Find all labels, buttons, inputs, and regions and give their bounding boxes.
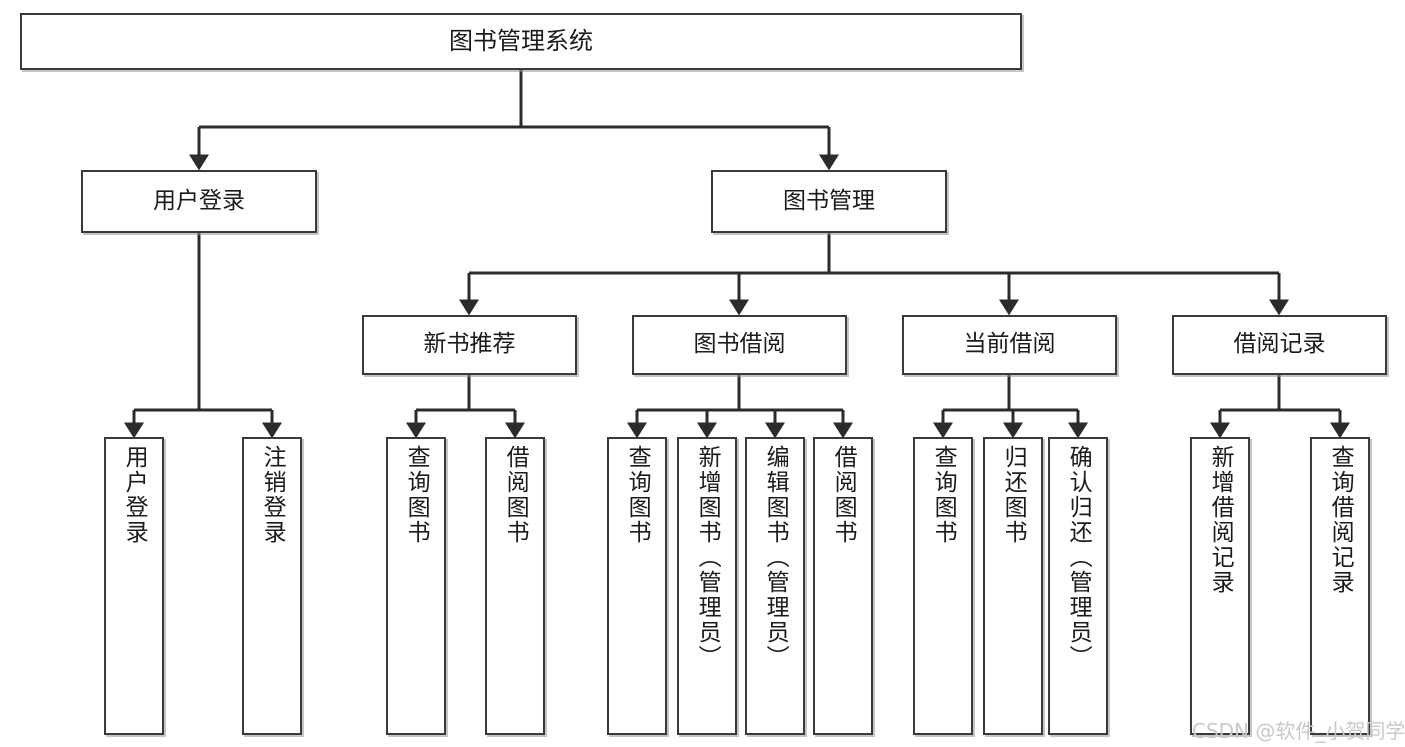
node-leaf-query-borrow-record[interactable]: 查询借阅记录 [1310, 437, 1370, 735]
node-leaf-query-book-current[interactable]: 查询图书 [913, 437, 973, 735]
node-label: 查询借阅记录 [1327, 445, 1354, 595]
node-leaf-add-book-admin[interactable]: 新增图书（管理员） [677, 437, 737, 735]
node-new-book-recommend[interactable]: 新书推荐 [362, 315, 577, 375]
node-leaf-query-book-new[interactable]: 查询图书 [386, 437, 446, 735]
node-label: 确认归还（管理员） [1065, 445, 1092, 670]
node-leaf-borrow-book-new[interactable]: 借阅图书 [485, 437, 545, 735]
node-label: 用户登录 [121, 445, 148, 545]
node-label: 查询图书 [930, 445, 957, 545]
node-label: 图书管理 [783, 187, 875, 214]
node-label: 用户登录 [153, 187, 245, 214]
node-label: 当前借阅 [963, 331, 1056, 358]
node-label: 查询图书 [403, 445, 430, 545]
node-label: 编辑图书（管理员） [762, 445, 789, 670]
node-leaf-logout-login[interactable]: 注销登录 [242, 437, 302, 735]
node-leaf-query-book-borrow[interactable]: 查询图书 [607, 437, 667, 735]
node-label: 注销登录 [259, 445, 286, 545]
node-book-borrow[interactable]: 图书借阅 [632, 315, 847, 375]
node-label: 图书管理系统 [449, 27, 593, 56]
node-label: 新增图书（管理员） [694, 445, 721, 670]
node-book-management[interactable]: 图书管理 [711, 170, 947, 233]
node-label: 借阅记录 [1233, 331, 1326, 358]
node-borrow-record[interactable]: 借阅记录 [1172, 315, 1387, 375]
node-label: 新增借阅记录 [1207, 445, 1234, 595]
node-root-book-management-system[interactable]: 图书管理系统 [20, 13, 1022, 70]
node-leaf-add-borrow-record[interactable]: 新增借阅记录 [1190, 437, 1250, 735]
node-label: 图书借阅 [693, 331, 786, 358]
node-label: 查询图书 [624, 445, 651, 545]
node-label: 借阅图书 [830, 445, 857, 545]
node-label: 新书推荐 [423, 331, 516, 358]
node-label: 归还图书 [1000, 445, 1027, 545]
node-leaf-return-book[interactable]: 归还图书 [983, 437, 1043, 735]
node-leaf-edit-book-admin[interactable]: 编辑图书（管理员） [745, 437, 805, 735]
node-label: 借阅图书 [502, 445, 529, 545]
node-leaf-confirm-return-admin[interactable]: 确认归还（管理员） [1048, 437, 1108, 735]
node-current-borrow[interactable]: 当前借阅 [902, 315, 1117, 375]
node-leaf-borrow-book[interactable]: 借阅图书 [813, 437, 873, 735]
node-user-login[interactable]: 用户登录 [81, 170, 317, 233]
node-leaf-user-login[interactable]: 用户登录 [104, 437, 164, 735]
